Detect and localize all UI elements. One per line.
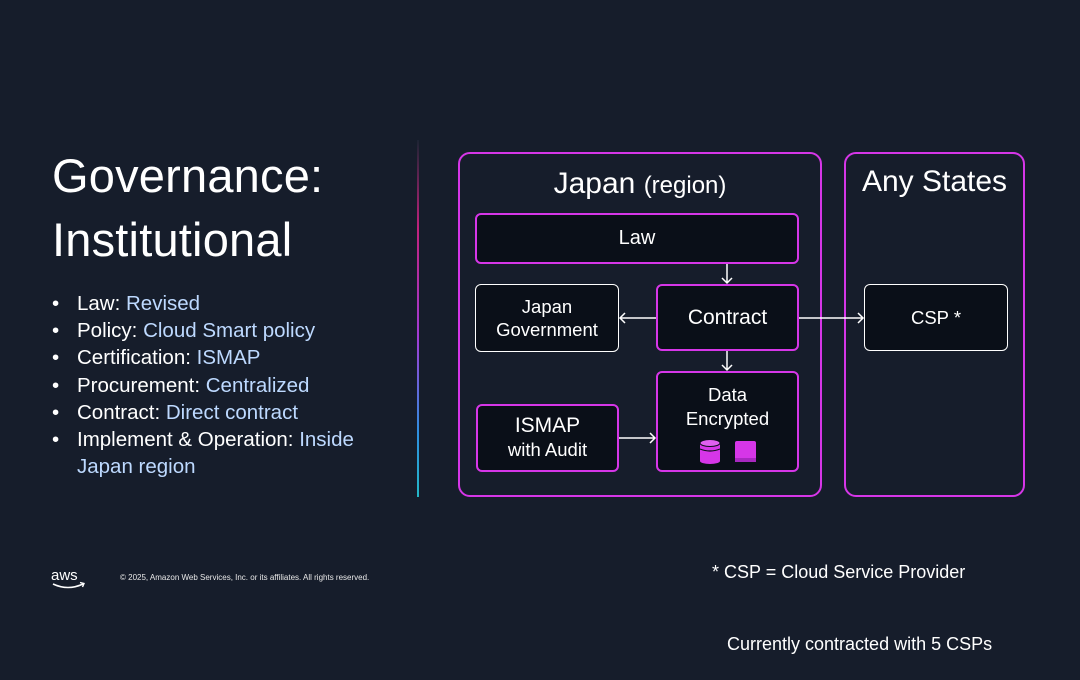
- database-storage-icons: [699, 439, 756, 464]
- law-label: Law: [618, 227, 656, 249]
- data-encrypted-line1: Data: [707, 384, 748, 405]
- bullet-value: Inside Japan region: [77, 428, 354, 479]
- any-states-title: Any States: [861, 165, 1008, 198]
- bullet-certification: Certification: ISMAP: [52, 344, 392, 371]
- japan-government-line2: Government: [496, 319, 598, 340]
- copyright-text: © 2025, Amazon Web Services, Inc. or its…: [120, 573, 370, 582]
- csp-label: CSP *: [910, 306, 962, 328]
- bullet-value: Revised: [126, 292, 201, 315]
- contract-box: Contract: [656, 284, 799, 351]
- japan-region-title: Japan (region): [460, 166, 820, 204]
- bullet-implement-operation: Implement & Operation: Inside Japan regi…: [52, 426, 392, 480]
- footnote-line2: Currently contracted with 5 CSPs: [712, 634, 993, 654]
- bullet-law: Law: Revised: [52, 290, 392, 317]
- data-encrypted-box: Data Encrypted: [656, 371, 799, 472]
- bullet-value: Cloud Smart policy: [143, 319, 316, 343]
- bullet-value: Centralized: [205, 373, 310, 397]
- title-line-1: Governance:: [52, 149, 324, 202]
- divider-line: [417, 140, 419, 497]
- title-line-2: Institutional: [52, 213, 293, 266]
- bullet-label: Implement & Operation:: [77, 428, 300, 452]
- bullet-policy: Policy: Cloud Smart policy: [52, 317, 392, 344]
- slide-title: Governance: Institutional: [52, 144, 323, 272]
- csp-box: CSP *: [864, 284, 1008, 351]
- japan-government-line1: Japan: [521, 296, 573, 317]
- ismap-box: ISMAP with Audit: [476, 404, 619, 472]
- law-box: Law: [475, 213, 799, 264]
- footnote-line1: * CSP = Cloud Service Provider: [712, 562, 966, 582]
- database-icon: [699, 439, 720, 464]
- any-states-container: Any States: [844, 152, 1025, 497]
- ismap-line2: with Audit: [507, 439, 588, 460]
- contract-label: Contract: [687, 305, 768, 329]
- bullet-procurement: Procurement: Centralized: [52, 372, 392, 399]
- bullet-value: Direct contract: [165, 400, 299, 424]
- bullet-label: Law:: [77, 292, 126, 315]
- japan-region-container: Japan (region): [458, 152, 822, 497]
- japan-region-sublabel: (region): [643, 172, 727, 199]
- japan-region-label: Japan: [553, 167, 636, 200]
- bucket-icon: [734, 441, 756, 462]
- footnote: * CSP = Cloud Service Provider Currently…: [712, 512, 992, 680]
- bullet-label: Certification:: [77, 346, 197, 370]
- bullet-value: ISMAP: [196, 346, 261, 370]
- aws-logo-text: aws: [51, 567, 78, 584]
- bullet-label: Contract:: [77, 400, 166, 424]
- bullet-label: Procurement:: [77, 373, 206, 397]
- bullet-list: Law: Revised Policy: Cloud Smart policy …: [52, 290, 392, 480]
- bullet-contract: Contract: Direct contract: [52, 399, 392, 426]
- aws-logo: aws: [51, 567, 85, 589]
- japan-government-box: Japan Government: [475, 284, 619, 352]
- bullet-label: Policy:: [77, 319, 144, 343]
- data-encrypted-line2: Encrypted: [685, 408, 770, 429]
- ismap-line1: ISMAP: [514, 414, 581, 437]
